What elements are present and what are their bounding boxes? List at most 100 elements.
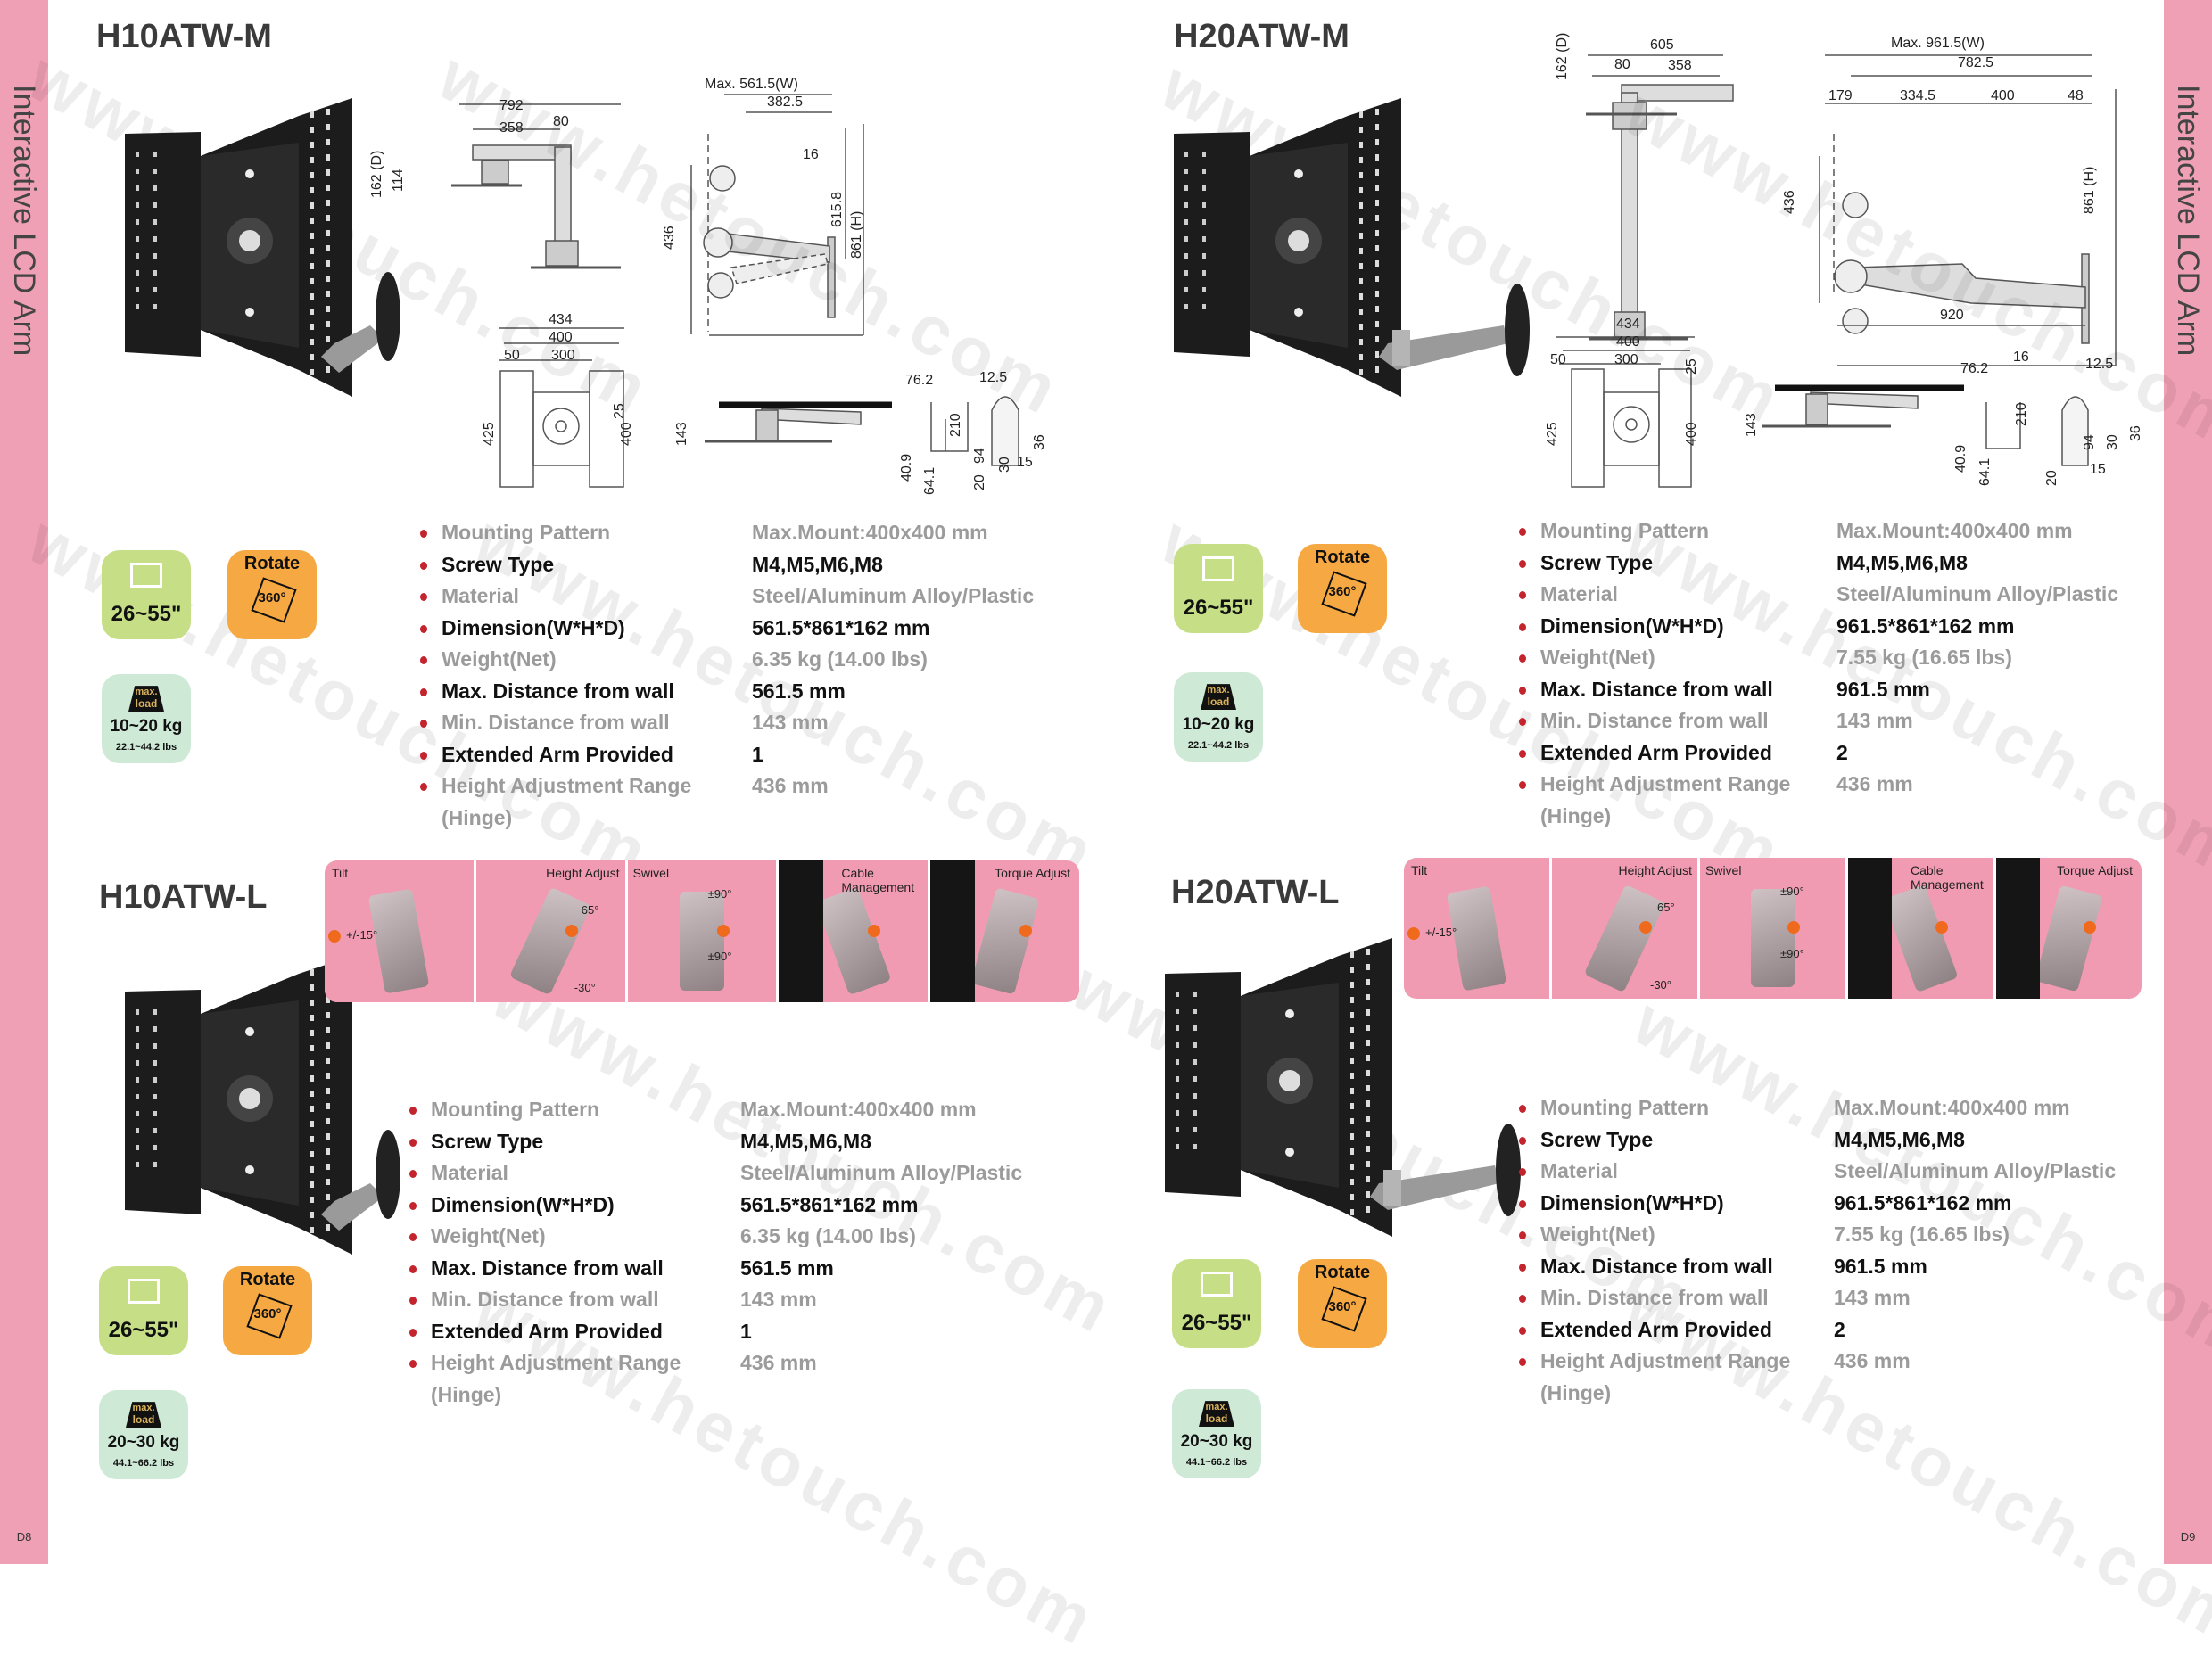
- spec-label: Max. Distance from wall: [431, 1255, 664, 1280]
- rotate-label: Rotate: [1314, 1263, 1371, 1282]
- product-title: H10ATW-L: [99, 878, 268, 916]
- dimension-label: 15: [2090, 462, 2106, 477]
- bullet-icon: [409, 1107, 417, 1115]
- spec-value: 961.5*861*162 mm: [1836, 613, 2015, 638]
- page-number-left: D8: [16, 1530, 32, 1544]
- feature-panel-tilt: Tilt+/-15°: [325, 860, 474, 1002]
- dimension-label: 143: [674, 422, 689, 446]
- spec-row: Dimension(W*H*D)961.5*861*162 mm: [1519, 611, 2212, 643]
- rotate-degrees: 360°: [258, 590, 286, 605]
- dimension-label: 434: [1616, 317, 1640, 332]
- bullet-icon: [1519, 1168, 1526, 1176]
- dimension-label: 40.9: [899, 453, 914, 482]
- orange-arrow-icon: [1019, 924, 1033, 937]
- weight-icon: [1199, 1401, 1234, 1427]
- spec-value: 436 mm: [1834, 1349, 1911, 1372]
- dimension-label: 94: [972, 448, 987, 464]
- spec-value: 2: [1836, 740, 1848, 764]
- bullet-icon: [420, 561, 427, 570]
- angle-label: 65°: [1657, 901, 1675, 914]
- spec-label: Screw Type: [442, 552, 555, 576]
- angle-label: +/-15°: [1425, 926, 1457, 939]
- spec-label: Material: [431, 1161, 508, 1184]
- dimension-label: 143: [1744, 413, 1759, 437]
- spec-value: 561.5*861*162 mm: [740, 1192, 919, 1216]
- dimension-label: 48: [2068, 88, 2084, 103]
- screen-size-text: 26~55": [111, 602, 182, 626]
- spec-label: Height Adjustment Range (Hinge): [1540, 772, 1791, 827]
- dimension-label: 64.1: [1977, 457, 1993, 486]
- feature-label: Cable Management: [841, 866, 915, 894]
- dimension-label: 12.5: [979, 370, 1008, 385]
- load-lbs: 22.1~44.2 lbs: [1187, 740, 1250, 751]
- dimension-label: 210: [2014, 402, 2029, 426]
- bullet-icon: [420, 656, 427, 664]
- dimension-label: 40.9: [1953, 444, 1969, 473]
- bullet-icon: [420, 687, 427, 696]
- bullet-icon: [420, 751, 427, 760]
- feature-label: Tilt: [1411, 863, 1428, 877]
- orange-arrow-icon: [2083, 921, 2096, 934]
- bullet-icon: [1519, 654, 1526, 663]
- monitor-plate-icon: [1848, 858, 1892, 999]
- product-title: H20ATW-L: [1171, 874, 1340, 911]
- spec-label: Weight(Net): [431, 1224, 546, 1247]
- feature-panel-torque-adjust: Torque Adjust: [1996, 858, 2142, 999]
- spec-row: Weight(Net)7.55 kg (16.65 lbs): [1519, 1219, 2212, 1251]
- spec-value: 143 mm: [1834, 1286, 1911, 1309]
- spec-value: Max.Mount:400x400 mm: [752, 521, 988, 544]
- spec-value: Steel/Aluminum Alloy/Plastic: [1834, 1159, 2117, 1182]
- dimension-label: 861 (H): [849, 210, 864, 259]
- spec-label: Extended Arm Provided: [442, 742, 673, 766]
- spec-value: 6.35 kg (14.00 lbs): [752, 647, 928, 671]
- dimension-label: 80: [1614, 57, 1630, 72]
- monitor-plate: [1165, 938, 1392, 1237]
- spec-label: Material: [1540, 582, 1618, 605]
- dimension-label: 400: [549, 330, 573, 345]
- feature-panel-cable-management: Cable Management: [779, 860, 929, 1002]
- orange-arrow-icon: [565, 924, 578, 937]
- spec-value: 143 mm: [1836, 709, 1913, 732]
- spec-value: Max.Mount:400x400 mm: [1834, 1096, 2070, 1119]
- spec-label: Min. Distance from wall: [431, 1288, 659, 1311]
- spec-value: 961.5 mm: [1834, 1254, 1927, 1278]
- bullet-icon: [420, 783, 427, 791]
- feature-label: Torque Adjust: [995, 866, 1070, 880]
- spec-row: Height Adjustment Range (Hinge)436 mm: [409, 1347, 1123, 1406]
- spec-value: 436 mm: [740, 1351, 817, 1374]
- dimension-label: 425: [1545, 422, 1560, 446]
- bullet-icon: [409, 1328, 417, 1337]
- feature-illustration: [368, 888, 430, 994]
- dimension-label: 436: [662, 226, 677, 250]
- spec-value: 1: [752, 742, 763, 766]
- spec-row: Extended Arm Provided 1: [420, 739, 1134, 771]
- feature-illustration: [2035, 885, 2103, 992]
- monitor-plate-icon: [779, 860, 824, 1002]
- bullet-icon: [409, 1201, 417, 1210]
- product-title: H20ATW-M: [1174, 18, 1349, 55]
- rotate-badge: Rotate 360°: [1298, 1259, 1387, 1348]
- rotate-degrees: 360°: [1328, 1299, 1357, 1314]
- dimension-label: 30: [2105, 434, 2120, 450]
- bullet-icon: [420, 720, 427, 728]
- spec-value: 961.5*861*162 mm: [1834, 1190, 2012, 1214]
- bullet-icon: [409, 1170, 417, 1178]
- spec-label: Extended Arm Provided: [1540, 1317, 1772, 1341]
- spec-label: Extended Arm Provided: [431, 1319, 663, 1343]
- dimension-label: 36: [1032, 434, 1047, 450]
- load-lbs: 44.1~66.2 lbs: [112, 1458, 175, 1469]
- load-bottom-text: load: [132, 1413, 155, 1426]
- dimension-label: 605: [1650, 37, 1674, 53]
- spec-row: Dimension(W*H*D)561.5*861*162 mm: [409, 1190, 1123, 1222]
